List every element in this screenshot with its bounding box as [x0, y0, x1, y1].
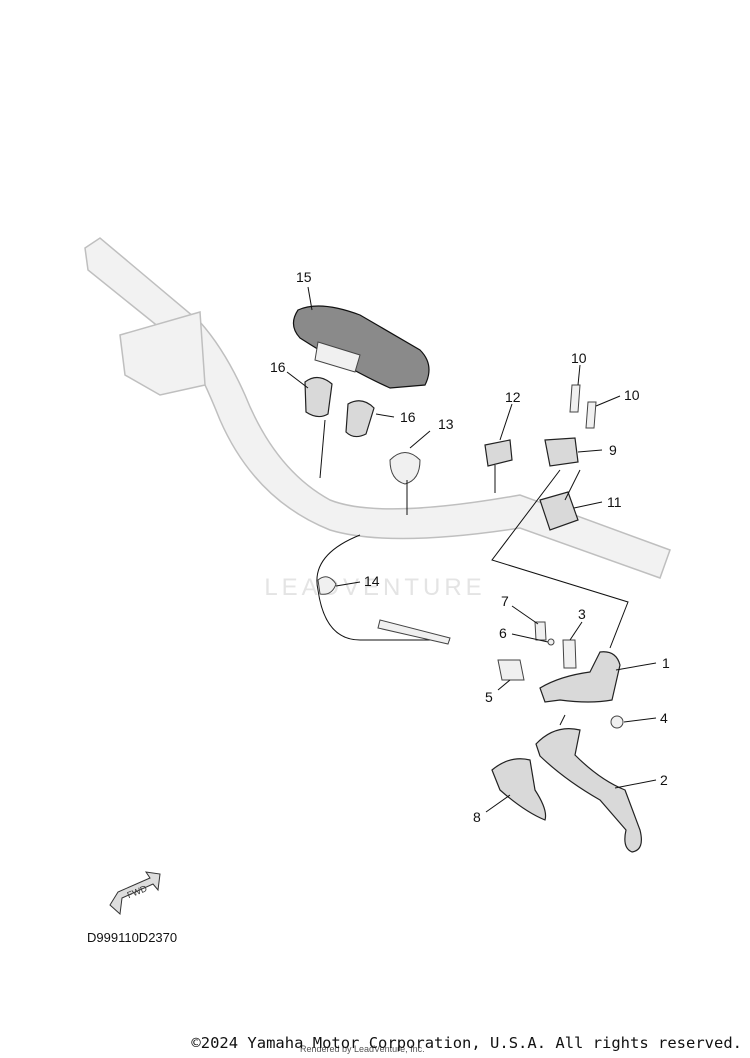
part-16-band-a — [304, 376, 333, 418]
part-10-bolt-a — [569, 384, 581, 413]
fwd-arrow-icon: FWD — [109, 871, 161, 916]
callout-4: 4 — [660, 710, 668, 726]
assembly-link-line — [491, 469, 629, 649]
watermark: LEADVENTURE — [264, 574, 486, 601]
callout-10: 10 — [624, 387, 640, 403]
callout-12: 12 — [505, 389, 521, 405]
rendered-by-text: Rendered by LeadVenture, Inc. — [300, 1044, 425, 1054]
diagram-code: D999110D2370 — [87, 930, 178, 945]
callout-2: 2 — [660, 772, 668, 788]
part-12-clamp — [484, 439, 513, 467]
part-14-clip — [317, 576, 337, 595]
callout-14: 14 — [364, 573, 380, 589]
assembly-link-line — [319, 419, 326, 479]
part-14-cable — [316, 534, 450, 641]
part-13-clamp — [389, 452, 421, 485]
fwd-label: FWD — [126, 883, 149, 900]
part-9-bracket — [544, 437, 579, 467]
assembly-link-line — [564, 469, 581, 501]
part-6-washer — [547, 638, 555, 646]
part-1-lever-holder — [539, 651, 621, 703]
callout-6: 6 — [499, 625, 507, 641]
part-5-adjuster — [497, 659, 525, 681]
part-11-holder — [539, 491, 579, 531]
callout-3: 3 — [578, 606, 586, 622]
callout-15: 15 — [296, 269, 312, 285]
handlebar — [84, 237, 671, 579]
copyright-text: ©2024 Yamaha Motor Corporation, U.S.A. A… — [191, 1034, 742, 1052]
callout-1: 1 — [662, 655, 670, 671]
callout-9: 9 — [609, 442, 617, 458]
callout-7: 7 — [501, 593, 509, 609]
callout-8: 8 — [473, 809, 481, 825]
part-15-handlebar-pad — [292, 305, 430, 389]
callout-13: 13 — [438, 416, 454, 432]
callout-16: 16 — [400, 409, 416, 425]
part-4-nut — [610, 715, 624, 729]
part-7-bolt — [534, 621, 547, 641]
callout-11: 11 — [607, 494, 622, 510]
part-14-wire — [377, 619, 451, 645]
callout-16: 16 — [270, 359, 286, 375]
callout-5: 5 — [485, 689, 493, 705]
part-16-band-b — [345, 400, 375, 438]
assembly-link-line — [559, 714, 566, 726]
callout-10: 10 — [571, 350, 587, 366]
part-3-pin — [562, 639, 577, 669]
part-2-clutch-lever — [535, 728, 642, 853]
part-10-bolt-b — [585, 401, 597, 429]
part-8-lever-cover — [491, 758, 547, 821]
